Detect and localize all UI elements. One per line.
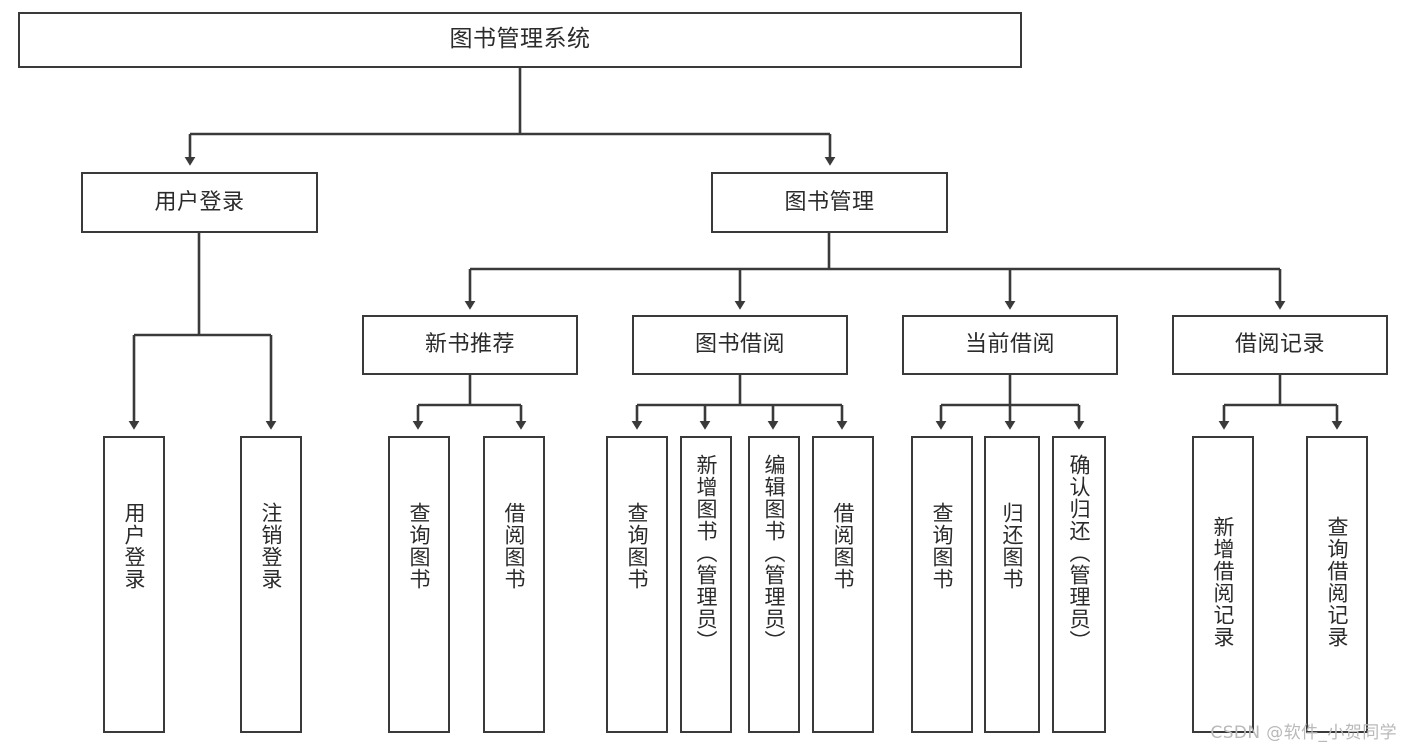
node-user-login-label: 用户登录 (154, 189, 245, 215)
node-leaf-query-book-3-label: 查询图书 (930, 502, 955, 590)
node-leaf-edit-book[interactable]: 编辑图书（管理员） (748, 436, 800, 733)
node-leaf-logout-login[interactable]: 注销登录 (240, 436, 302, 733)
node-current-borrow-label: 当前借阅 (964, 332, 1055, 358)
node-leaf-query-record-label: 查询借阅记录 (1325, 516, 1350, 648)
node-leaf-query-book-1-label: 查询图书 (407, 502, 432, 590)
node-leaf-confirm-return[interactable]: 确认归还（管理员） (1052, 436, 1106, 733)
node-book-borrow-label: 图书借阅 (694, 332, 785, 358)
node-leaf-query-book-2[interactable]: 查询图书 (606, 436, 668, 733)
node-book-manage[interactable]: 图书管理 (711, 172, 948, 233)
node-leaf-query-book-3[interactable]: 查询图书 (911, 436, 973, 733)
node-new-book-rec[interactable]: 新书推荐 (362, 315, 578, 375)
node-leaf-borrow-book-1-label: 借阅图书 (502, 502, 527, 590)
node-leaf-add-book[interactable]: 新增图书（管理员） (680, 436, 732, 733)
node-leaf-confirm-return-label: 确认归还（管理员） (1067, 454, 1092, 652)
node-user-login[interactable]: 用户登录 (81, 172, 318, 233)
node-root-label: 图书管理系统 (449, 26, 591, 53)
node-new-book-rec-label: 新书推荐 (424, 332, 515, 358)
node-borrow-record-label: 借阅记录 (1234, 332, 1325, 358)
node-leaf-query-book-2-label: 查询图书 (625, 502, 650, 590)
node-root[interactable]: 图书管理系统 (18, 12, 1022, 68)
node-leaf-logout-login-label: 注销登录 (259, 502, 284, 590)
node-leaf-user-login[interactable]: 用户登录 (103, 436, 165, 733)
node-leaf-borrow-book-2[interactable]: 借阅图书 (812, 436, 874, 733)
node-leaf-edit-book-label: 编辑图书（管理员） (762, 454, 787, 652)
node-leaf-query-book-1[interactable]: 查询图书 (388, 436, 450, 733)
node-leaf-query-record[interactable]: 查询借阅记录 (1306, 436, 1368, 733)
node-book-borrow[interactable]: 图书借阅 (632, 315, 848, 375)
node-leaf-borrow-book-1[interactable]: 借阅图书 (483, 436, 545, 733)
node-current-borrow[interactable]: 当前借阅 (902, 315, 1118, 375)
node-leaf-borrow-book-2-label: 借阅图书 (831, 502, 856, 590)
node-borrow-record[interactable]: 借阅记录 (1172, 315, 1388, 375)
node-leaf-return-book[interactable]: 归还图书 (984, 436, 1040, 733)
node-leaf-return-book-label: 归还图书 (1000, 502, 1025, 590)
node-leaf-add-record-label: 新增借阅记录 (1211, 516, 1236, 648)
node-leaf-add-book-label: 新增图书（管理员） (694, 454, 719, 652)
node-leaf-user-login-label: 用户登录 (122, 502, 147, 590)
csdn-watermark: CSDN @软件_小贺同学 (1210, 723, 1397, 743)
node-book-manage-label: 图书管理 (784, 189, 875, 215)
node-leaf-add-record[interactable]: 新增借阅记录 (1192, 436, 1254, 733)
